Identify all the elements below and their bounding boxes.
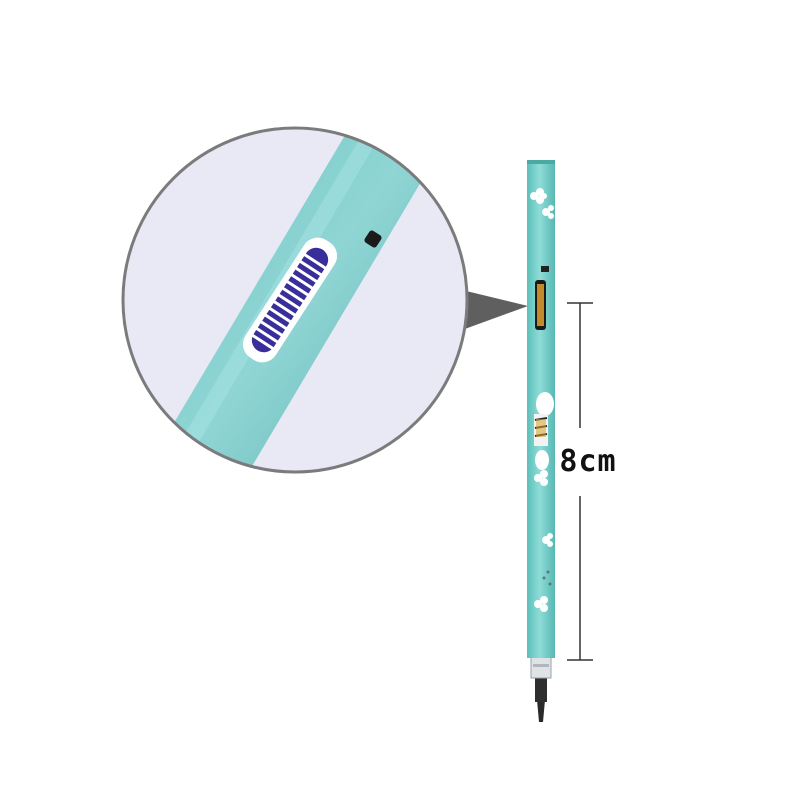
- flower-decoration: [530, 188, 554, 612]
- pen-refill: [527, 160, 555, 722]
- pen-tip: [537, 700, 545, 722]
- spring-window: [242, 237, 338, 363]
- magnifier-circle: [121, 126, 469, 474]
- length-label: 8cm: [559, 444, 617, 479]
- barrel-mark: [364, 230, 382, 248]
- cartoon-print: [534, 392, 554, 470]
- dimension-line: [567, 302, 593, 661]
- pointer-triangle: [462, 290, 528, 330]
